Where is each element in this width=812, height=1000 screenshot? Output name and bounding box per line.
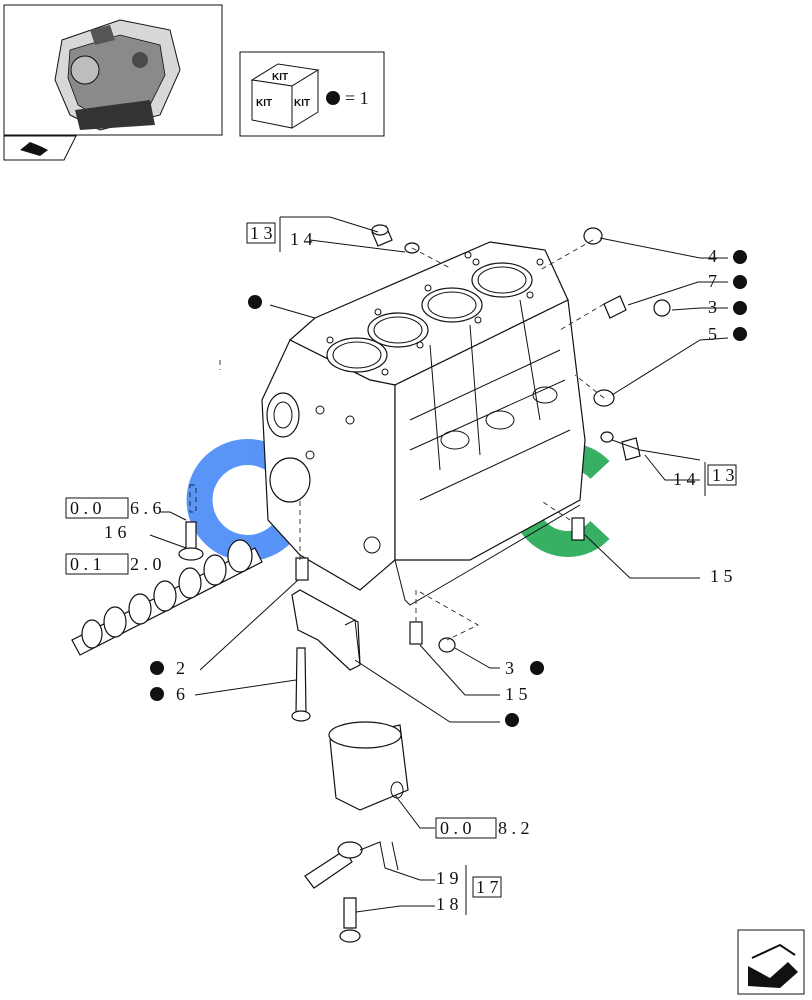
bullet-7: [733, 275, 747, 289]
watermark-letter-1: [186, 439, 296, 561]
callout-17[interactable]: 1 7: [472, 876, 502, 898]
callout-18-label[interactable]: 1 8: [436, 894, 459, 914]
ref-066[interactable]: 0 . 0 6 . 6: [65, 497, 162, 519]
callout-13-top-label: 1 3: [250, 223, 273, 243]
kit-cube-icon: KIT KIT KIT: [250, 63, 320, 129]
ref-012-label-a: 0 . 1: [70, 554, 102, 574]
callout-13-right[interactable]: 1 3: [707, 464, 737, 486]
leader-lines: [149, 216, 729, 915]
bullet-5: [733, 327, 747, 341]
ref-012[interactable]: 0 . 1 2 . 0: [65, 553, 162, 575]
small-parts: [178, 224, 671, 943]
callout-6-label[interactable]: 6: [176, 684, 185, 704]
arrow-icon: [748, 962, 798, 988]
bullet-4: [733, 250, 747, 264]
dashed-lines: [219, 239, 605, 641]
callout-13-top[interactable]: 1 3: [246, 222, 276, 244]
callout-14-right-label[interactable]: 1 4: [673, 469, 696, 489]
callout-15-right-label[interactable]: 1 5: [710, 566, 733, 586]
callout-3-bottom-label[interactable]: 3: [505, 658, 514, 678]
ref-082-label-a: 0 . 0: [440, 818, 472, 838]
engine-block: [261, 241, 586, 606]
kit-bullet-icon: [326, 91, 340, 105]
callout-5-label[interactable]: 5: [708, 324, 717, 344]
camshaft: [71, 539, 263, 656]
callout-19-label[interactable]: 1 9: [436, 868, 459, 888]
kit-cube-label-top: KIT: [272, 72, 288, 83]
ref-012-label-b: 2 . 0: [130, 554, 162, 574]
bullet-2: [150, 661, 164, 675]
arrow-icon: [20, 142, 48, 156]
ref-082-label-b: 8 . 2: [498, 818, 530, 838]
callout-4-label[interactable]: 4: [708, 246, 717, 266]
callout-17-label: 1 7: [476, 877, 499, 897]
callout-7-label[interactable]: 7: [708, 271, 717, 291]
bullet-3-bottom: [530, 661, 544, 675]
bullet-block: [248, 295, 262, 309]
ref-082[interactable]: 0 . 0 8 . 2: [435, 817, 530, 839]
callout-16-label[interactable]: 1 6: [104, 522, 127, 542]
callout-13-right-label: 1 3: [712, 465, 735, 485]
bullet-bearing-cap: [505, 713, 519, 727]
ref-066-label-b: 6 . 6: [130, 498, 162, 518]
kit-cube-label-left: KIT: [256, 98, 272, 109]
callout-2-label[interactable]: 2: [176, 658, 185, 678]
kit-legend: KIT KIT KIT = 1: [239, 51, 385, 137]
next-page-button[interactable]: [737, 929, 805, 995]
engine-thumbnail-image: [54, 19, 181, 131]
engine-thumbnail[interactable]: [3, 4, 223, 136]
callouts: 1 3 1 4 4 7 3 5 1 4 1 3 1 5 0 . 0 6 . 6 …: [65, 222, 747, 914]
callout-15-bottom-label[interactable]: 1 5: [505, 684, 528, 704]
callout-14-top-label[interactable]: 1 4: [290, 229, 313, 249]
kit-equals-label: = 1: [345, 88, 369, 108]
bullet-6: [150, 687, 164, 701]
thumbnail-tab[interactable]: [3, 135, 77, 161]
bullet-3-top: [733, 301, 747, 315]
kit-cube-label-right: KIT: [294, 98, 310, 109]
ref-066-label-a: 0 . 0: [70, 498, 102, 518]
callout-3-top-label[interactable]: 3: [708, 297, 717, 317]
